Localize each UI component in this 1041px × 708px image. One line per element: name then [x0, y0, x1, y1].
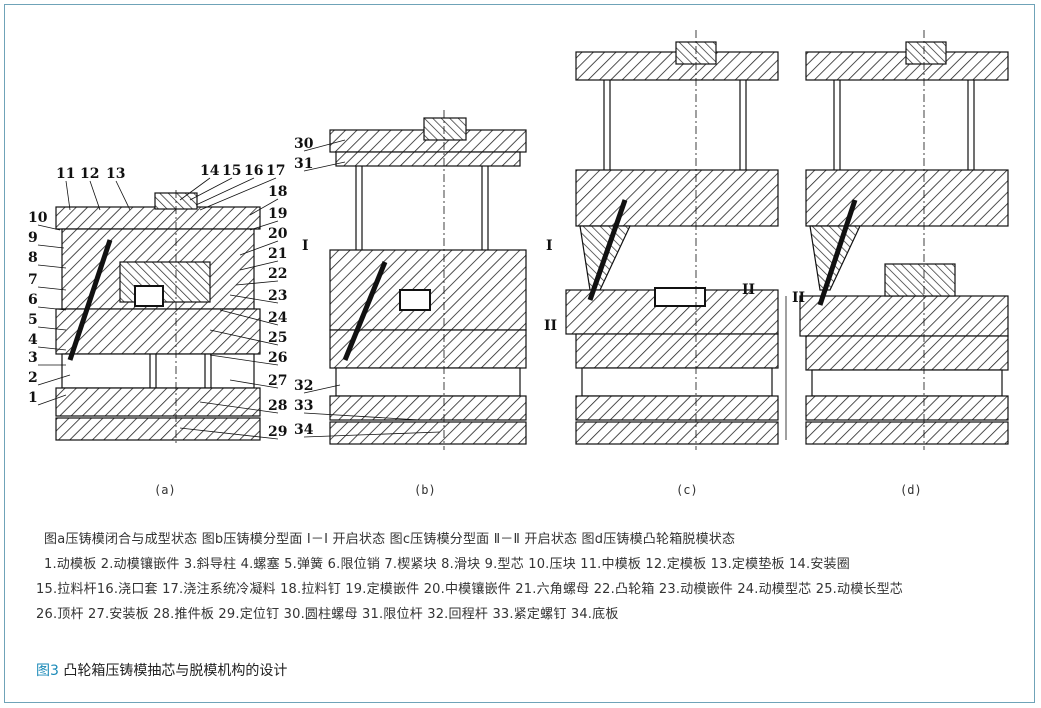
callout-a-leader-14: [179, 177, 211, 201]
callout-a-17: 17: [266, 163, 285, 179]
callout-a-28: 28: [268, 398, 287, 414]
callout-a-19: 19: [268, 206, 287, 222]
callout-a-leader-2: [37, 374, 71, 386]
caption-parts-1: 1.动模板 2.动模镶嵌件 3.斜导柱 4.螺塞 5.弹簧 6.限位销 7.楔紧…: [44, 557, 850, 572]
callout-a-leader-26: [209, 354, 279, 366]
callout-a-leader-25: [209, 329, 279, 346]
callout-b-leader-34: [303, 431, 441, 438]
callout-a-leader-28: [199, 401, 279, 414]
callout-a-26: 26: [268, 350, 287, 366]
figure-title: 图3 凸轮箱压铸模抽芯与脱模机构的设计: [36, 660, 287, 680]
callout-a-12: 12: [80, 166, 99, 182]
callout-a-leader-21: [239, 260, 279, 271]
callout-a-leader-6: [37, 306, 67, 311]
caption-parts-3: 26.顶杆 27.安装板 28.推件板 29.定位钉 30.圆柱螺母 31.限位…: [36, 607, 619, 622]
callout-a-3: 3: [28, 350, 38, 366]
callout-a-leader-8: [37, 264, 67, 269]
callout-a-23: 23: [268, 288, 287, 304]
callout-a-leader-17: [199, 177, 277, 211]
figure-title-text: 凸轮箱压铸模抽芯与脱模机构的设计: [58, 663, 288, 679]
callout-a-13: 13: [106, 166, 125, 182]
callout-a-leader-29: [179, 427, 279, 440]
callout-a-leader-11: [65, 180, 71, 211]
callout-a-leader-19: [249, 220, 279, 231]
callout-a-16: 16: [244, 163, 263, 179]
callout-a-leader-1: [37, 394, 67, 406]
callout-a-leader-27: [229, 379, 279, 389]
section-mark-I-0: I: [302, 238, 309, 254]
callout-a-leader-4: [37, 346, 67, 351]
callout-a-11: 11: [56, 166, 75, 182]
callout-a-leader-10: [37, 224, 61, 231]
figure-frame: [4, 4, 1035, 703]
callout-a-6: 6: [28, 292, 38, 308]
callout-a-15: 15: [222, 163, 241, 179]
callout-b-31: 31: [294, 156, 313, 172]
callout-a-leader-12: [89, 180, 101, 211]
callout-a-20: 20: [268, 226, 288, 242]
callout-a-10: 10: [28, 210, 48, 226]
callout-a-leader-13: [115, 180, 131, 211]
callout-b-30: 30: [294, 136, 314, 152]
section-mark-I-1: I: [546, 238, 553, 254]
callout-a-29: 29: [268, 424, 287, 440]
section-mark-II-2: II: [544, 318, 557, 334]
callout-a-24: 24: [268, 310, 288, 326]
callout-b-33: 33: [294, 398, 313, 414]
callout-b-leader-30: [303, 139, 346, 152]
callout-a-4: 4: [28, 332, 38, 348]
callout-a-leader-22: [235, 280, 279, 286]
callout-a-1: 1: [28, 390, 38, 406]
sublabel-a: (a): [154, 483, 176, 497]
section-mark-II-3: II: [742, 282, 755, 298]
callout-a-18: 18: [268, 184, 287, 200]
callout-a-leader-23: [229, 294, 279, 304]
callout-a-2: 2: [28, 370, 38, 386]
section-mark-II-4: II: [792, 290, 805, 306]
callout-a-27: 27: [268, 373, 287, 389]
callout-a-5: 5: [28, 312, 38, 328]
callout-b-leader-31: [303, 161, 346, 172]
callout-b-34: 34: [294, 422, 314, 438]
callout-a-7: 7: [28, 272, 38, 288]
figure-number: 图3: [36, 663, 59, 679]
callout-a-22: 22: [268, 266, 287, 282]
callout-a-25: 25: [268, 330, 287, 346]
caption-states: 图a压铸模闭合与成型状态 图b压铸模分型面 Ⅰ－Ⅰ 开启状态 图c压铸模分型面 …: [44, 532, 736, 547]
callout-a-leader-20: [239, 240, 279, 256]
sublabel-b: (b): [414, 483, 436, 497]
callout-a-14: 14: [200, 163, 220, 179]
callout-b-leader-33: [303, 412, 421, 421]
sublabel-c: (c): [676, 483, 698, 497]
callout-a-leader-5: [37, 326, 67, 331]
callout-a-leader-18: [249, 198, 279, 216]
callout-b-32: 32: [294, 378, 313, 394]
callout-a-leader-15: [189, 177, 233, 201]
callout-a-leader-16: [195, 177, 255, 206]
sublabel-d: (d): [900, 483, 922, 497]
caption-parts-2: 15.拉料杆16.浇口套 17.浇注系统冷凝料 18.拉料钉 19.定模嵌件 2…: [36, 582, 904, 597]
callout-a-21: 21: [268, 246, 287, 262]
callout-a-leader-24: [219, 309, 279, 326]
callout-a-leader-7: [37, 286, 67, 291]
callouts-b: 30 31 32 33 34: [294, 136, 441, 438]
callout-a-leader-9: [37, 244, 65, 249]
callout-a-9: 9: [28, 230, 38, 246]
callout-b-leader-32: [303, 384, 341, 394]
callout-a-8: 8: [28, 250, 38, 266]
